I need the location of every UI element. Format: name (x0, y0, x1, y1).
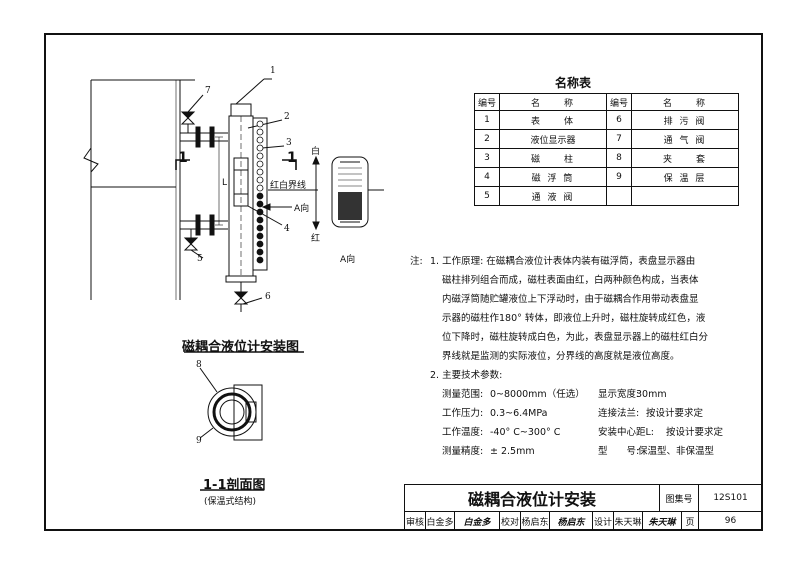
note-params-title: 2. 主要技术参数: (430, 370, 503, 381)
param-value: 保温型、非保温型 (638, 446, 715, 457)
param-label: 安装中心距L: (598, 427, 654, 438)
tank-break-mark (83, 147, 99, 173)
param-label: 测量精度: (442, 446, 484, 457)
table-row: 1 表 体 6 排 污 阀 (474, 110, 739, 130)
note-line: 1. 工作原理: 在磁耦合液位计表体内装有磁浮筒，表盘显示器由 (430, 256, 696, 267)
callout-8: 8 (196, 360, 202, 370)
label-a-direction: A向 (294, 204, 310, 214)
atlas-number: 12S101 (698, 484, 763, 512)
section-mark-right: 1 (287, 150, 297, 166)
table-row: 3 磁 柱 8 夹 套 (474, 148, 739, 168)
designer-name: 朱天琳 (613, 511, 643, 531)
reviewer-signature: 白金多 (454, 511, 500, 531)
label-a-view: A向 (340, 255, 356, 265)
note-line: 界线就是监测的实际液位，分界线的高度就是液位高度。 (442, 351, 680, 362)
main-drawing-title: 磁耦合液位计安装图 (182, 340, 300, 355)
checker-name: 杨启东 (520, 511, 550, 531)
param-value: -40° C~300° C (490, 427, 561, 438)
note-line: 内磁浮筒随贮罐液位上下浮动时，由于磁耦合作用带动表盘显 (442, 294, 699, 305)
note-line: 示器的磁柱作180° 转体，即液位上升时，磁柱旋转成红色，液 (442, 313, 706, 324)
label-boundary: 红白界线 (270, 181, 307, 191)
param-label: 工作温度: (442, 427, 484, 438)
designer-signature: 朱天琳 (642, 511, 682, 531)
callout-6: 6 (265, 292, 271, 302)
title-block: 磁耦合液位计安装 图集号 12S101 审核 白金多 白金多 校对 杨启东 杨启… (404, 484, 763, 531)
magnetic-float (233, 157, 249, 207)
drawing-frame (44, 33, 763, 531)
param-value: ± 2.5mm (490, 446, 535, 457)
param-label: 连接法兰: (598, 408, 640, 419)
table-header-row: 编号 名 称 编号 名 称 (474, 93, 739, 111)
callout-3: 3 (286, 138, 292, 148)
note-line: 位下降时，磁柱旋转成白色，为此，表盘显示器上的磁柱红白分 (442, 332, 709, 343)
param-label: 工作压力: (442, 408, 484, 419)
callout-5: 5 (197, 254, 203, 264)
callout-2: 2 (284, 112, 290, 122)
names-table-title: 名称表 (555, 76, 592, 90)
a-view-red-zone (338, 192, 362, 220)
param-value: 0.3~6.4MPa (490, 408, 548, 419)
page-label: 页 (681, 511, 699, 531)
review-label: 审核 (404, 511, 426, 531)
check-label: 校对 (499, 511, 521, 531)
section-mark-left: 1 (178, 150, 188, 166)
param-value: 按设计要求定 (666, 427, 724, 438)
label-red: 红 (311, 234, 321, 244)
table-row: 4 磁 浮 筒 9 保 温 层 (474, 167, 739, 187)
reviewer-name: 白金多 (425, 511, 455, 531)
atlas-label: 图集号 (659, 484, 699, 512)
design-label: 设计 (592, 511, 614, 531)
table-row: 2 液位显示器 7 通 气 阀 (474, 129, 739, 149)
section-subtitle: (保温式结构) (204, 497, 257, 507)
label-L: L (222, 178, 228, 188)
callout-7: 7 (205, 86, 211, 96)
param-value: 30mm (636, 389, 667, 400)
param-value: 按设计要求定 (646, 408, 704, 419)
callout-4: 4 (284, 224, 290, 234)
param-label: 显示宽度: (598, 389, 640, 400)
param-label: 测量范围: (442, 389, 484, 400)
table-row: 5 通 液 阀 (474, 186, 739, 206)
gauge-top-cap (230, 103, 252, 117)
drawing-title: 磁耦合液位计安装 (404, 484, 660, 512)
a-view-display (331, 156, 369, 228)
label-white: 白 (311, 147, 321, 157)
param-label: 型 号: (598, 446, 640, 457)
checker-signature: 杨启东 (549, 511, 593, 531)
callout-1: 1 (270, 66, 276, 76)
param-value: 0~8000mm（任选） (490, 389, 585, 400)
notes-prefix: 注: (410, 256, 423, 267)
page-number: 96 (698, 511, 763, 531)
magnetic-columns (256, 120, 264, 192)
section-title: 1-1剖面图 (203, 478, 266, 493)
section-flange (233, 384, 263, 441)
names-table: 编号 名 称 编号 名 称 1 表 体 6 排 污 阀 2 液位显示器 7 通 … (474, 93, 739, 206)
callout-9: 9 (196, 436, 202, 446)
note-line: 磁柱排列组合而成，磁柱表面由红，白两种颜色构成，当表体 (442, 275, 699, 286)
display-strip (252, 117, 268, 271)
section-insulation (212, 392, 252, 432)
